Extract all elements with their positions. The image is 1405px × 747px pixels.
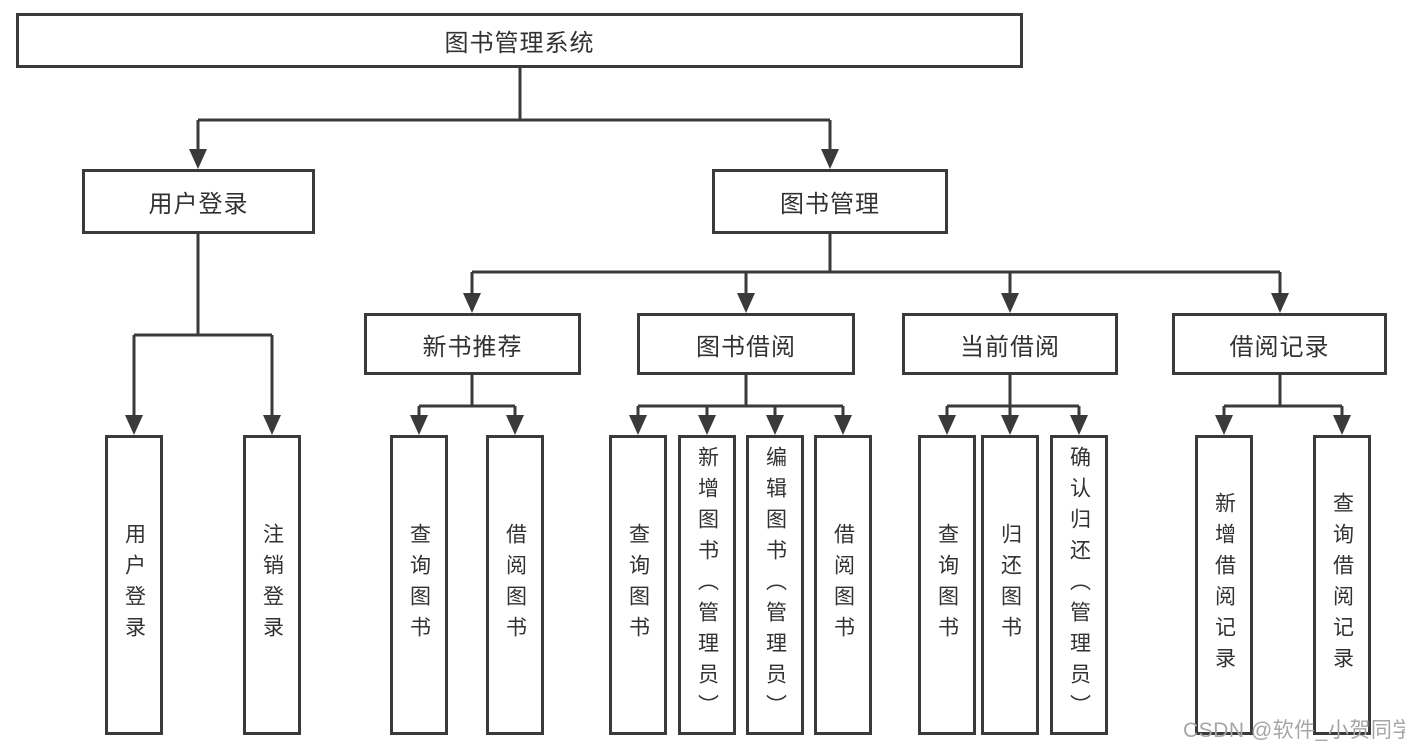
leaf-edit-books-admin: 编辑图书（管理员） [746, 435, 804, 735]
node-new-book-recommend: 新书推荐 [364, 313, 581, 375]
connector-borrow-to-leaves [629, 375, 852, 435]
csdn-watermark: CSDN @软件_小贺同学 [1183, 719, 1405, 742]
leaf-user-login: 用户登录 [105, 435, 163, 735]
leaf-query-books-2: 查询图书 [609, 435, 667, 735]
leaf-add-books-admin: 新增图书（管理员） [678, 435, 736, 735]
leaf-return-books: 归还图书 [981, 435, 1039, 735]
leaf-query-books-1: 查询图书 [390, 435, 448, 735]
leaf-logout: 注销登录 [243, 435, 301, 735]
leaf-add-borrow-record: 新增借阅记录 [1195, 435, 1253, 735]
node-current-borrowing: 当前借阅 [902, 313, 1118, 375]
connector-records-to-leaves [1215, 375, 1351, 435]
leaf-query-borrow-record: 查询借阅记录 [1313, 435, 1371, 735]
leaf-confirm-return-admin: 确认归还（管理员） [1050, 435, 1108, 735]
connector-login-to-leaves [125, 234, 281, 435]
node-book-borrowing: 图书借阅 [637, 313, 855, 375]
connector-root-to-level2 [189, 68, 839, 169]
connector-newbooks-to-leaves [410, 375, 524, 435]
connector-bookmgmt-to-level3 [463, 234, 1289, 313]
node-user-login: 用户登录 [82, 169, 315, 234]
leaf-query-books-3: 查询图书 [918, 435, 976, 735]
node-book-management: 图书管理 [712, 169, 948, 234]
leaf-borrow-books-1: 借阅图书 [486, 435, 544, 735]
node-library-system: 图书管理系统 [16, 13, 1023, 68]
connector-current-to-leaves [938, 375, 1088, 435]
node-borrow-records: 借阅记录 [1172, 313, 1387, 375]
leaf-borrow-books-2: 借阅图书 [814, 435, 872, 735]
